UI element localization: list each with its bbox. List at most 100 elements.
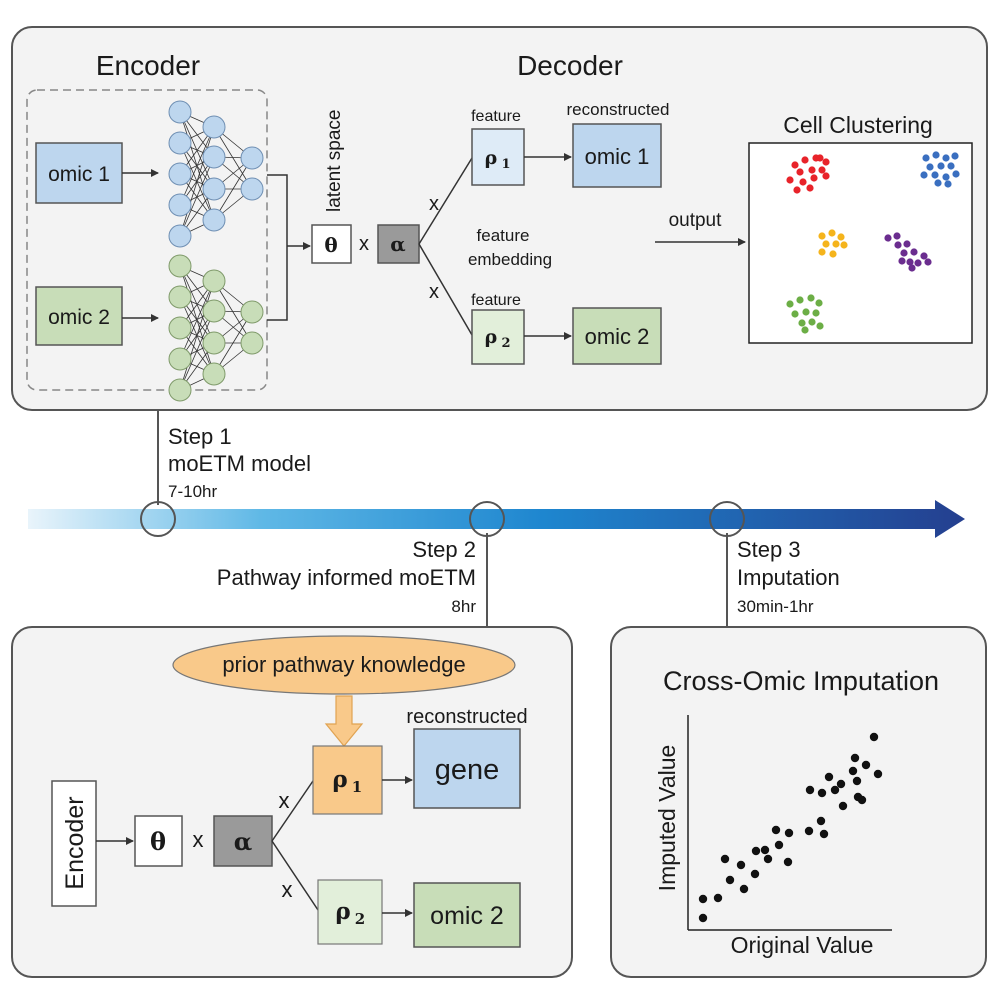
- feature-label-bottom: feature: [471, 292, 521, 309]
- timeline-arrow: [28, 500, 965, 538]
- network-node: [168, 347, 192, 371]
- network-node: [202, 145, 226, 169]
- scatter-point: [817, 788, 827, 798]
- cluster-point: [822, 240, 830, 248]
- omic2-output-label: omic 2: [585, 324, 650, 349]
- network-node: [168, 254, 192, 278]
- step3-title: Step 3: [737, 537, 801, 562]
- scatter-point: [857, 795, 867, 805]
- network-node: [168, 224, 192, 248]
- cluster-point: [801, 326, 809, 334]
- cluster-point: [810, 174, 818, 182]
- cluster-point: [818, 166, 826, 174]
- alpha-symbol-bottom: α: [234, 827, 252, 856]
- cluster-point: [818, 232, 826, 240]
- step2-name: Pathway informed moETM: [217, 565, 476, 590]
- times-sign: x: [359, 233, 369, 255]
- rho2-subscript-bottom: 2: [355, 910, 365, 928]
- times-sign-bottom: x: [429, 281, 439, 303]
- step3-marker: [709, 501, 745, 537]
- scatter-point: [838, 801, 848, 811]
- reconstructed-label: reconstructed: [567, 100, 670, 119]
- scatter-point: [698, 894, 708, 904]
- x-axis-label: Original Value: [731, 932, 874, 958]
- prior-knowledge-label: prior pathway knowledge: [222, 652, 465, 677]
- omic1-input-box: [35, 142, 123, 204]
- omic2-output-box: [572, 307, 662, 365]
- network-edge: [179, 126, 215, 237]
- network-node: [202, 331, 226, 355]
- cluster-point: [832, 240, 840, 248]
- cluster-point: [798, 319, 806, 327]
- scatter-point: [736, 860, 746, 870]
- branch-line-top: [418, 157, 473, 245]
- rho1-box-bottom: [312, 745, 383, 815]
- scatter-point: [771, 825, 781, 835]
- network-node: [168, 193, 192, 217]
- scatter-point: [783, 857, 793, 867]
- cluster-point: [786, 176, 794, 184]
- cluster-point: [894, 241, 902, 249]
- cluster-point: [924, 258, 932, 266]
- cluster-point: [822, 158, 830, 166]
- network-edge: [213, 126, 253, 190]
- encoder-dashed-box: [26, 89, 268, 391]
- encoder-merge-bracket: [267, 174, 288, 321]
- network-node: [240, 177, 264, 201]
- theta-box-bottom: [134, 815, 183, 867]
- cluster-point: [920, 252, 928, 260]
- omic1-output-label: omic 1: [585, 144, 650, 169]
- scatter-point: [750, 869, 760, 879]
- cluster-point: [796, 168, 804, 176]
- cluster-point: [816, 322, 824, 330]
- cluster-point: [828, 229, 836, 237]
- cluster-point: [937, 162, 945, 170]
- rho1-symbol-bottom: ρ: [332, 766, 347, 793]
- cluster-point: [942, 173, 950, 181]
- cell-clustering-plot: [748, 142, 973, 344]
- cell-clustering-title: Cell Clustering: [783, 112, 933, 138]
- scatter-point: [869, 732, 879, 742]
- cluster-point: [796, 296, 804, 304]
- scatter-point: [850, 753, 860, 763]
- omic2-box-bottom: [413, 882, 521, 948]
- times-sign-branch-top: x: [279, 788, 290, 813]
- cluster-point: [908, 264, 916, 272]
- network-node: [202, 269, 226, 293]
- cluster-point: [884, 234, 892, 242]
- theta-symbol-bottom: θ: [150, 827, 166, 856]
- network-node: [202, 299, 226, 323]
- cluster-point: [934, 179, 942, 187]
- scatter-point: [784, 828, 794, 838]
- cluster-point: [786, 300, 794, 308]
- latent-space-label: latent space: [324, 110, 345, 212]
- cluster-point: [793, 186, 801, 194]
- prior-knowledge-arrow: [324, 695, 364, 747]
- step1-name: moETM model: [168, 451, 311, 476]
- step2-marker: [469, 501, 505, 537]
- cluster-point: [952, 170, 960, 178]
- bottom-branch-top: [271, 777, 316, 842]
- cluster-point: [914, 259, 922, 267]
- feature-label-top: feature: [471, 108, 521, 125]
- rho1-symbol: ρ: [485, 147, 498, 169]
- scatter-point: [861, 760, 871, 770]
- decoder-title: Decoder: [517, 50, 623, 81]
- scatter-point: [720, 854, 730, 864]
- cluster-point: [829, 250, 837, 258]
- network-node: [168, 131, 192, 155]
- network-edge: [179, 280, 215, 360]
- cluster-point: [906, 258, 914, 266]
- cluster-point: [801, 156, 809, 164]
- gene-box: [413, 728, 521, 809]
- scatter-point: [848, 766, 858, 776]
- step1-marker: [140, 501, 176, 537]
- rho2-box: [471, 309, 525, 365]
- times-sign-top: x: [429, 193, 439, 215]
- cluster-point: [837, 233, 845, 241]
- network-node: [168, 316, 192, 340]
- cluster-point: [947, 162, 955, 170]
- step3-name: Imputation: [737, 565, 840, 590]
- rho1-subscript-bottom: 1: [352, 778, 362, 796]
- scatter-point: [751, 846, 761, 856]
